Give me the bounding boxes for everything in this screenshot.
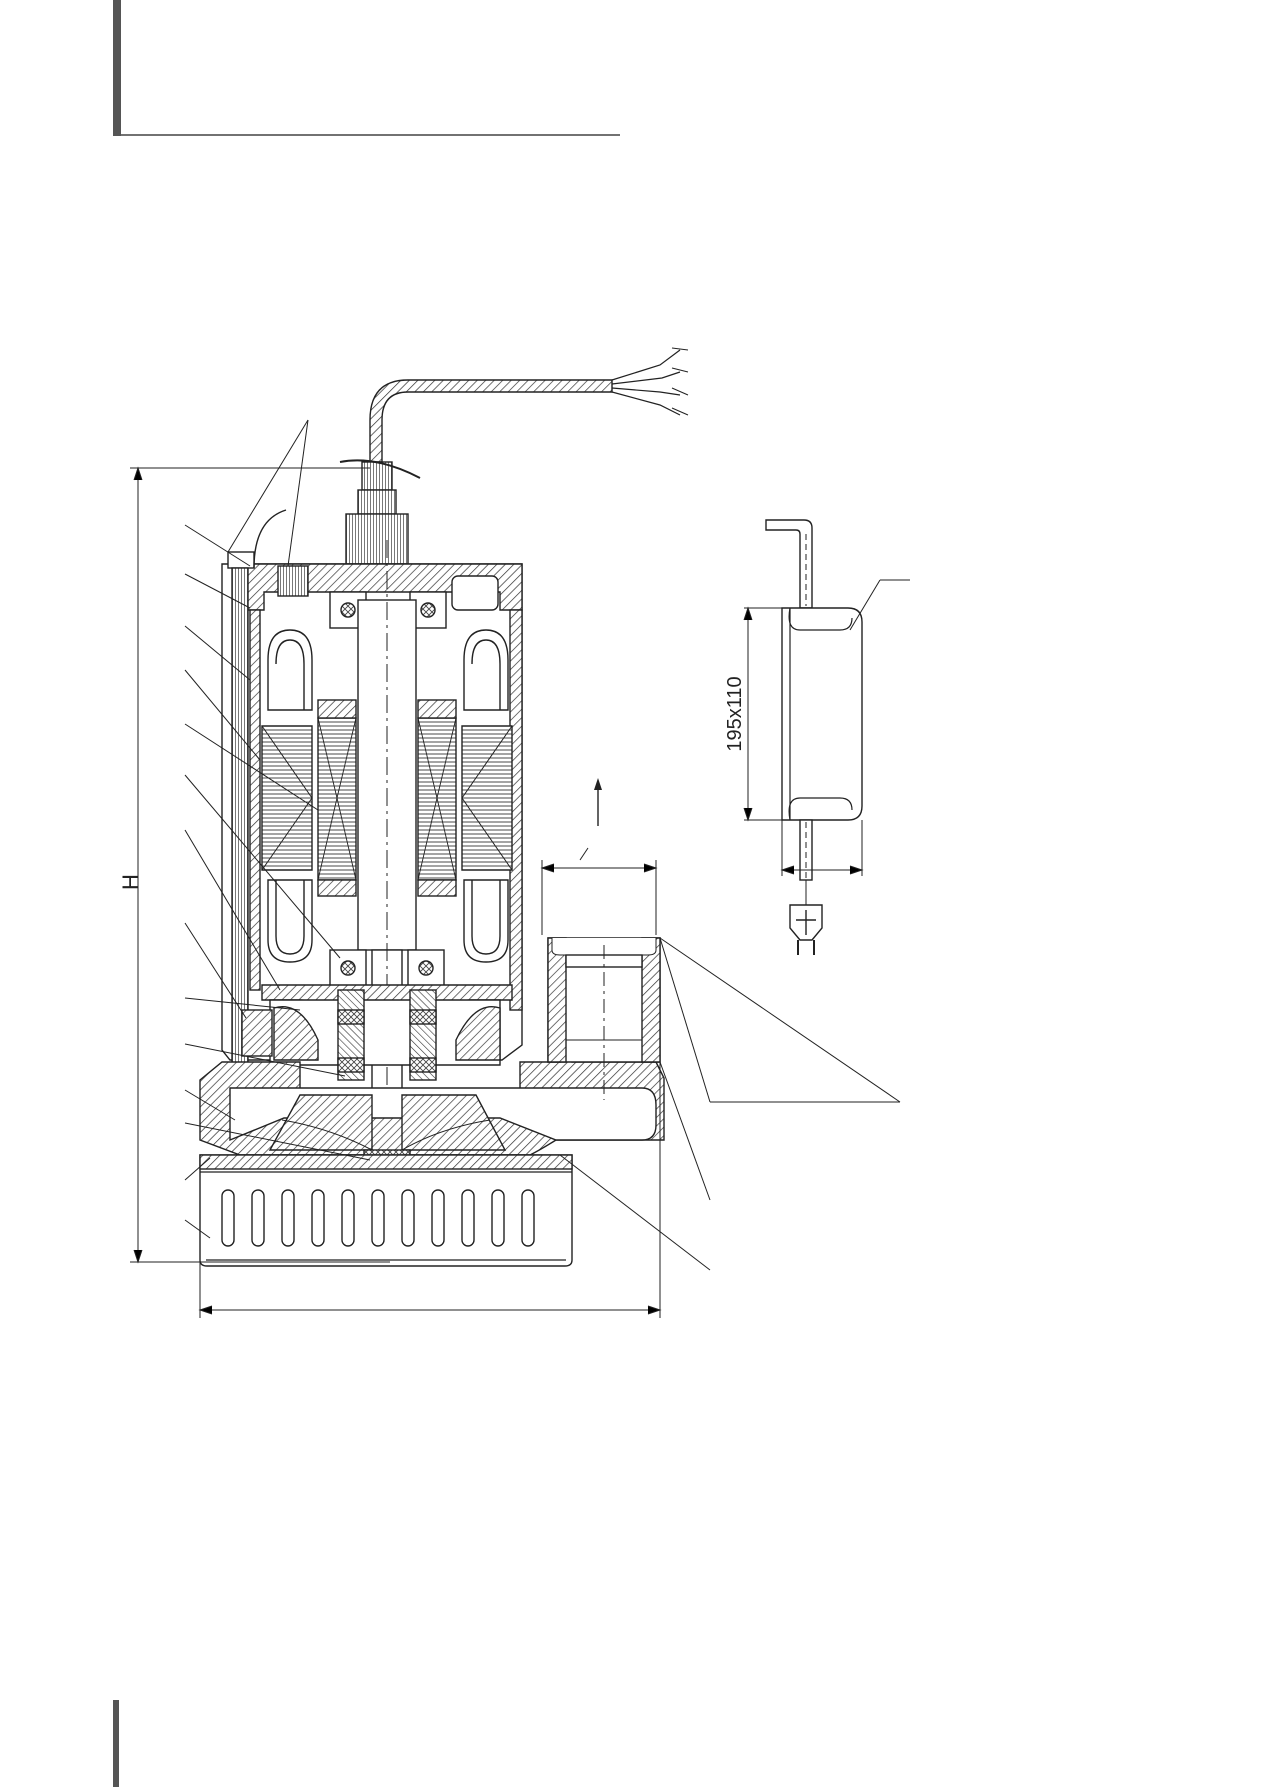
- capacitor: [451, 575, 499, 611]
- control-box-cable-top: [765, 519, 813, 609]
- housing-left-wall: [249, 609, 261, 991]
- mechanical-seal: [337, 989, 437, 1081]
- page-footer-bar: [113, 1700, 119, 1787]
- dimension-width: [198, 940, 662, 1318]
- lower-bearing: [329, 949, 445, 987]
- height-dimension-label: H: [118, 874, 143, 890]
- page-header-decoration: [113, 0, 620, 136]
- strainer-slots: [221, 1189, 535, 1247]
- dimension-height: [130, 466, 390, 1264]
- stator-core-right: [461, 725, 513, 871]
- leader-lines-left: [184, 419, 371, 1239]
- dimension-discharge: [540, 860, 658, 935]
- pump-assembly: [199, 347, 689, 1267]
- stator-end-windings: [267, 629, 509, 963]
- cable-gland-body: [345, 513, 409, 565]
- power-cable: [369, 379, 613, 463]
- flow-arrow: [594, 778, 602, 826]
- control-box: [765, 519, 863, 955]
- cable-clamp: [361, 461, 393, 491]
- control-box-cable-bottom: [799, 819, 813, 881]
- leader-lines-right: [559, 847, 901, 1271]
- cable-gland-nut: [357, 489, 397, 515]
- stator-core-left: [261, 725, 313, 871]
- control-box-body: [781, 607, 863, 821]
- control-box-dimensions: [743, 579, 910, 876]
- cable-wires: [611, 347, 689, 416]
- control-box-dimension-label: 195x110: [724, 676, 746, 751]
- oil-plug: [277, 565, 309, 597]
